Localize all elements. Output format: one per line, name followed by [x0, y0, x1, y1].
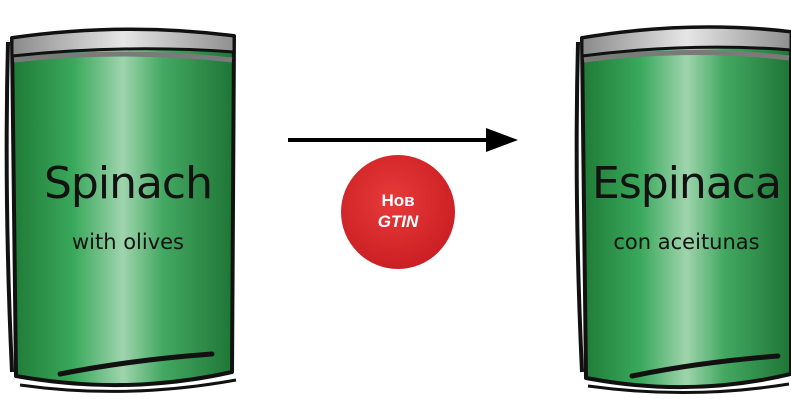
- badge-label-line2: GTIN: [377, 212, 419, 231]
- right-can-title: Espinaca: [592, 158, 782, 209]
- right-can: [574, 25, 791, 395]
- left-can: [4, 27, 237, 393]
- badge-circle: [341, 155, 455, 269]
- left-can-subtitle: with olives: [71, 230, 185, 254]
- arrow: [288, 128, 518, 152]
- badge-label-line1: Нов: [381, 191, 415, 210]
- right-can-subtitle: con aceitunas: [613, 230, 760, 254]
- left-can-rim: [10, 27, 236, 58]
- right-can-rim: [580, 25, 791, 58]
- left-can-title: Spinach: [43, 158, 213, 209]
